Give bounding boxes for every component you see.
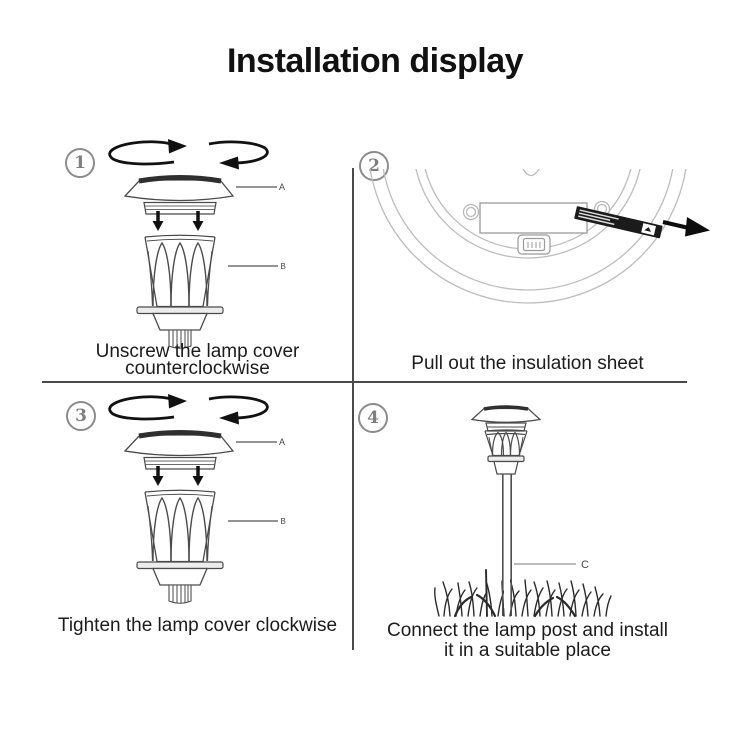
step-4-illustration: C <box>434 405 612 618</box>
assembled-lamp-drawing <box>470 405 542 616</box>
quadrant-divider-horizontal <box>42 381 687 383</box>
base-notch <box>522 169 540 177</box>
step-2-panel: 2 <box>355 135 715 385</box>
part-label-a: A <box>279 182 285 192</box>
compartment-latch <box>517 234 551 255</box>
step-3-panel: 3 A B Tighten the lamp cover clockwise <box>40 390 355 645</box>
pull-tab-icon <box>644 227 652 232</box>
step-3-number-badge: 3 <box>66 401 96 431</box>
step-4-caption: Connect the lamp post and install it in … <box>387 620 668 661</box>
step-2-number-badge: 2 <box>359 151 389 181</box>
part-label-a: A <box>279 437 285 447</box>
step-1-illustration: A B <box>40 135 286 350</box>
page-title: Installation display <box>226 42 524 80</box>
part-label-c: C <box>581 559 589 571</box>
step-3-caption: Tighten the lamp cover clockwise <box>57 615 338 636</box>
quadrant-divider-vertical <box>352 168 354 650</box>
step-4-panel: 4 <box>355 390 700 690</box>
step-1-caption: Unscrew the lamp cover counterclockwise <box>95 341 300 379</box>
part-label-b: B <box>281 262 286 271</box>
grass-drawing <box>434 569 612 618</box>
step-1-panel: 1 A B Unscrew the lamp cover countercloc… <box>40 135 355 385</box>
step-3-illustration: A B <box>40 390 286 605</box>
insulation-sheet <box>574 206 663 239</box>
lamp-post-drawing <box>502 474 512 616</box>
step-1-number-badge: 1 <box>65 148 95 178</box>
battery-compartment <box>479 202 588 234</box>
step-2-illustration <box>369 169 710 304</box>
pull-direction-arrow-icon <box>662 217 710 237</box>
lamp-base-drawing <box>369 169 687 304</box>
step-2-caption: Pull out the insulation sheet <box>411 353 644 374</box>
step-4-number-badge: 4 <box>358 403 388 433</box>
part-label-b: B <box>281 517 286 526</box>
lamp-head-drawing <box>470 405 542 475</box>
